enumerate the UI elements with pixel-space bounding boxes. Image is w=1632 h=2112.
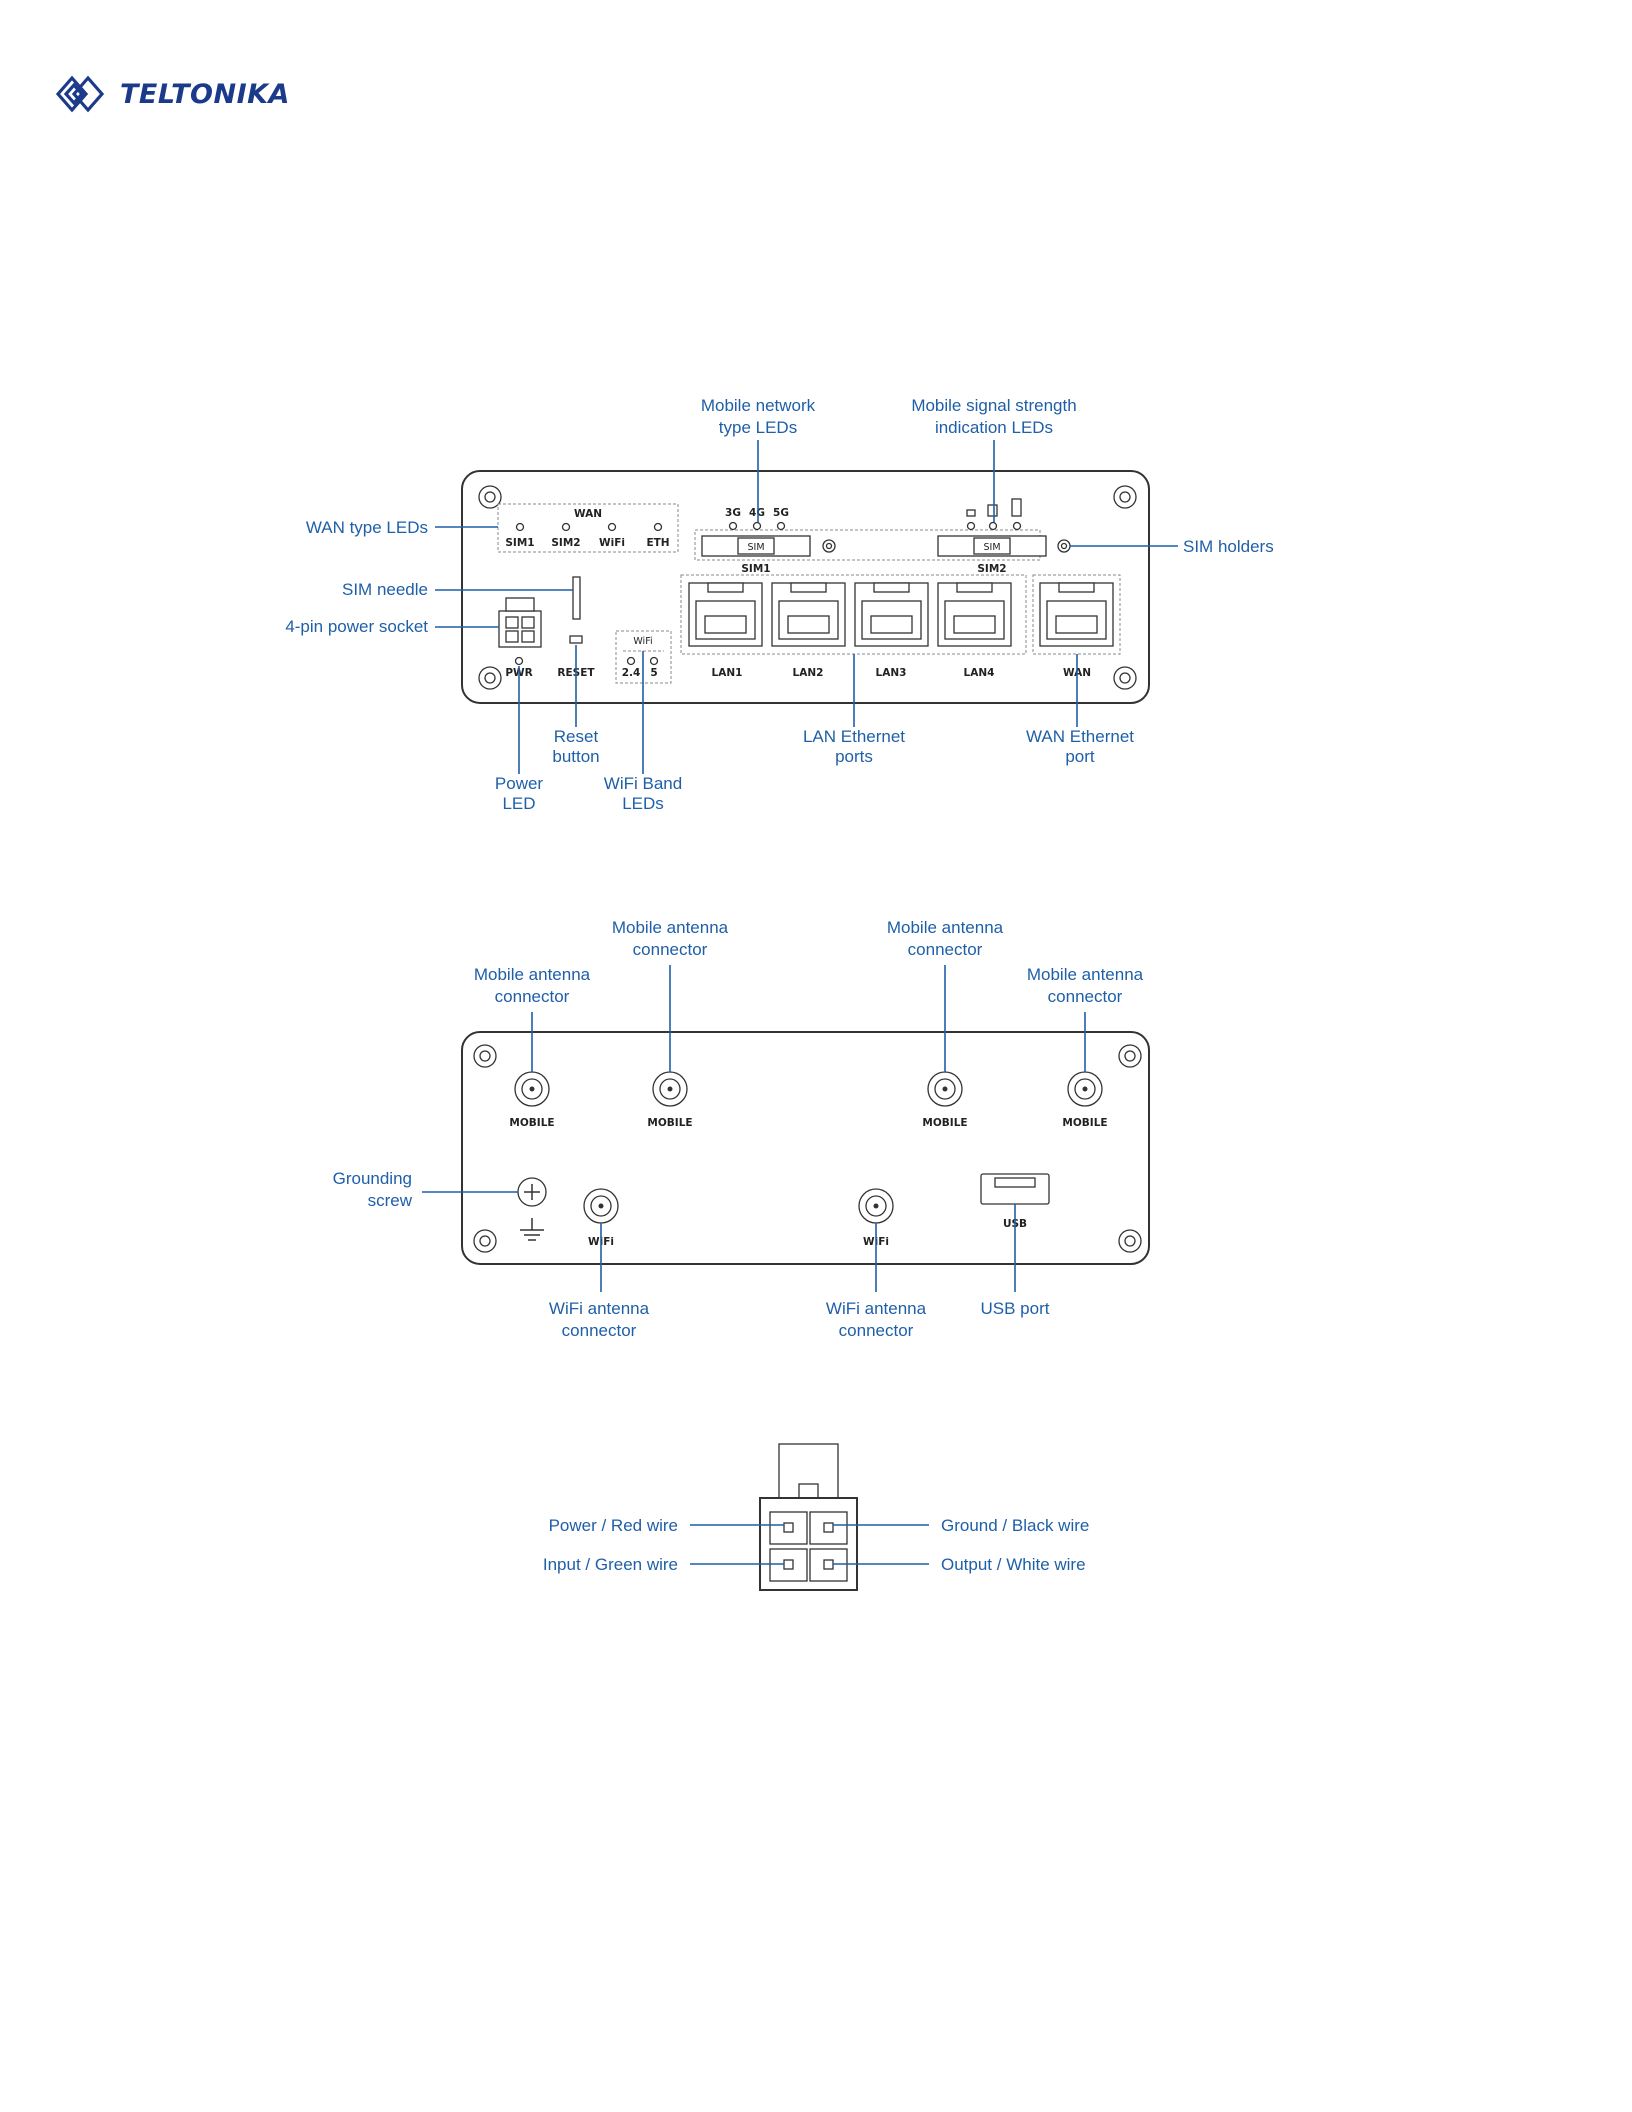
mobile-label-3: MOBILE — [922, 1117, 967, 1129]
back-callout-lines — [422, 965, 1086, 1292]
logo-mark-icon — [55, 75, 105, 113]
sim-needle[interactable] — [572, 576, 581, 620]
power-connector-callouts: Power / Red wire Input / Green wire Grou… — [543, 1516, 1089, 1574]
callout-mobile-antenna-3b: connector — [908, 940, 983, 959]
mobile-antenna-connector-2[interactable] — [652, 1071, 688, 1107]
pin-output-label: Output / White wire — [941, 1555, 1086, 1574]
led-label-eth: ETH — [646, 537, 669, 549]
mobile-label-4: MOBILE — [1062, 1117, 1107, 1129]
wifi-band-group — [615, 630, 672, 684]
power-led — [514, 656, 524, 666]
sim1-tray[interactable]: SIM — [701, 535, 836, 557]
callout-reset-1: Reset — [554, 727, 599, 746]
usb-port[interactable] — [980, 1173, 1050, 1205]
mobile-antenna-connector-1[interactable] — [514, 1071, 550, 1107]
led-label-wifi: WiFi — [599, 537, 625, 549]
callout-wifi-band-1: WiFi Band — [604, 774, 682, 793]
front-callouts: Mobile network type LEDs Mobile signal s… — [285, 396, 1273, 813]
brand-name: TELTONIKA — [120, 78, 290, 110]
callout-grounding-2: screw — [368, 1191, 413, 1210]
lan3-port[interactable] — [854, 582, 929, 647]
band-5-label: 5 — [650, 667, 657, 679]
sim2-tray-label: SIM — [983, 542, 1000, 553]
lan1-port[interactable] — [688, 582, 763, 647]
reset-button[interactable] — [569, 635, 583, 644]
wifi-antenna-connector-1[interactable] — [583, 1188, 619, 1224]
sim1-tray-label: SIM — [747, 542, 764, 553]
callout-power-led-2: LED — [502, 794, 535, 813]
callout-mobile-network-type-leds-2: type LEDs — [719, 418, 797, 437]
led-label-4g: 4G — [749, 507, 765, 519]
callout-wan-port-1: WAN Ethernet — [1026, 727, 1134, 746]
lan4-label: LAN4 — [964, 667, 995, 679]
callout-mobile-antenna-1a: Mobile antenna — [474, 965, 591, 984]
sim2-label: SIM2 — [977, 563, 1006, 575]
wan-port-group — [1032, 574, 1121, 655]
callout-signal-strength-1: Mobile signal strength — [911, 396, 1076, 415]
wan-port[interactable] — [1039, 582, 1114, 647]
sim1-label: SIM1 — [741, 563, 770, 575]
callout-sim-holders: SIM holders — [1183, 537, 1274, 556]
front-corner-screws — [478, 485, 1137, 690]
wan-led-group — [497, 503, 679, 553]
callout-usb-port: USB port — [981, 1299, 1050, 1318]
callout-wifi-antenna-1b: connector — [562, 1321, 637, 1340]
callout-wifi-band-2: LEDs — [622, 794, 664, 813]
callout-sim-needle: SIM needle — [342, 580, 428, 599]
callout-wifi-antenna-2b: connector — [839, 1321, 914, 1340]
front-panel: WAN SIM1 SIM2 WiFi ETH 3G 4G 5G — [435, 440, 1178, 774]
callout-wifi-antenna-2a: WiFi antenna — [826, 1299, 927, 1318]
callout-mobile-antenna-3a: Mobile antenna — [887, 918, 1004, 937]
callout-mobile-antenna-4b: connector — [1048, 987, 1123, 1006]
lan4-port[interactable] — [937, 582, 1012, 647]
wan-type-led-dots — [515, 522, 663, 532]
sim2-tray[interactable]: SIM — [937, 535, 1071, 557]
pin-power-label: Power / Red wire — [549, 1516, 678, 1535]
wan-led-title: WAN — [574, 508, 602, 520]
led-label-sim2: SIM2 — [551, 537, 580, 549]
ground-symbol-icon — [520, 1218, 544, 1241]
front-callout-lines — [435, 440, 1178, 774]
lan1-label: LAN1 — [712, 667, 743, 679]
callout-mobile-antenna-1b: connector — [495, 987, 570, 1006]
back-corner-screws — [473, 1044, 1142, 1253]
lan3-label: LAN3 — [876, 667, 907, 679]
grounding-screw[interactable] — [517, 1177, 547, 1207]
callout-power-socket: 4-pin power socket — [285, 617, 428, 636]
callout-mobile-antenna-2b: connector — [633, 940, 708, 959]
signal-strength-leds — [966, 498, 1022, 531]
led-label-3g: 3G — [725, 507, 741, 519]
mobile-label-1: MOBILE — [509, 1117, 554, 1129]
back-callouts: Mobile antenna connector Mobile antenna … — [333, 918, 1144, 1340]
mobile-label-2: MOBILE — [647, 1117, 692, 1129]
lan2-port[interactable] — [771, 582, 846, 647]
power-connector — [690, 1443, 929, 1591]
callout-mobile-network-type-leds-1: Mobile network — [701, 396, 816, 415]
callout-reset-2: button — [552, 747, 599, 766]
led-label-sim1: SIM1 — [505, 537, 534, 549]
mobile-antenna-connector-3[interactable] — [927, 1071, 963, 1107]
led-label-5g: 5G — [773, 507, 789, 519]
callout-lan-ports-1: LAN Ethernet — [803, 727, 905, 746]
callout-mobile-antenna-4a: Mobile antenna — [1027, 965, 1144, 984]
callout-wan-type-leds: WAN type LEDs — [306, 518, 428, 537]
wifi-antenna-connector-2[interactable] — [858, 1188, 894, 1224]
power-socket[interactable] — [498, 597, 542, 648]
callout-grounding-1: Grounding — [333, 1169, 412, 1188]
lan2-label: LAN2 — [793, 667, 824, 679]
callout-signal-strength-2: indication LEDs — [935, 418, 1053, 437]
callout-lan-ports-2: ports — [835, 747, 873, 766]
back-panel: MOBILE MOBILE MOBILE MOBILE WiFi WiFi — [422, 965, 1150, 1292]
teltonika-logo: TELTONIKA — [52, 70, 292, 118]
mobile-antenna-connector-4[interactable] — [1067, 1071, 1103, 1107]
callout-mobile-antenna-2a: Mobile antenna — [612, 918, 729, 937]
pin-ground-label: Ground / Black wire — [941, 1516, 1089, 1535]
callout-wifi-antenna-1a: WiFi antenna — [549, 1299, 650, 1318]
wifi-band-title: WiFi — [633, 636, 652, 647]
callout-power-led-1: Power — [495, 774, 544, 793]
pin-input-label: Input / Green wire — [543, 1555, 678, 1574]
band-24-label: 2.4 — [622, 667, 641, 679]
callout-wan-port-2: port — [1065, 747, 1095, 766]
